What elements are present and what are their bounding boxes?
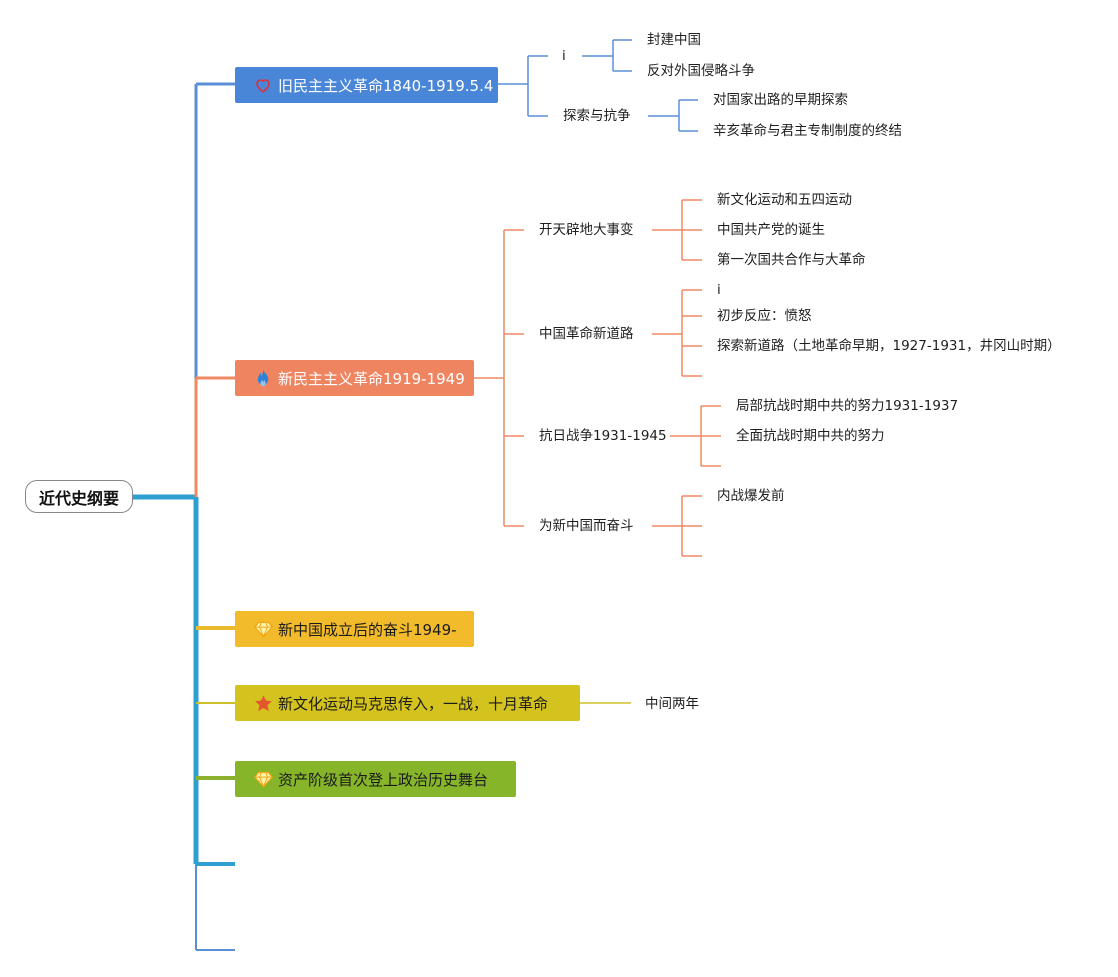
subtopic[interactable]: 开天辟地大事变	[539, 222, 634, 238]
branch-new-democratic-revolution[interactable]: 新民主主义革命1919-1949	[235, 360, 474, 396]
leaf-topic[interactable]: 第一次国共合作与大革命	[717, 252, 866, 268]
subtopic[interactable]: 为新中国而奋斗	[539, 518, 634, 534]
leaf-topic[interactable]: 局部抗战时期中共的努力1931-1937	[736, 398, 959, 414]
leaf-topic[interactable]: 封建中国	[647, 32, 701, 48]
branch-after-1949[interactable]: 新中国成立后的奋斗1949-	[235, 611, 474, 647]
branch-label: 旧民主主义革命1840-1919.5.4	[278, 76, 494, 95]
star-icon	[253, 693, 273, 713]
leaf-topic[interactable]: 探索新道路（土地革命早期，1927-1931，井冈山时期）	[717, 338, 1061, 354]
leaf-topic[interactable]: 对国家出路的早期探索	[713, 92, 848, 108]
diamond-icon	[253, 619, 273, 639]
subtopic[interactable]: 中国革命新道路	[539, 326, 634, 342]
root-label: 近代史纲要	[38, 488, 119, 508]
flame-icon	[253, 368, 273, 388]
subtopic[interactable]: 抗日战争1931-1945	[539, 428, 667, 444]
leaf-topic[interactable]: 新文化运动和五四运动	[717, 192, 852, 208]
branch-label: 新民主主义革命1919-1949	[278, 369, 465, 388]
leaf-topic[interactable]: 全面抗战时期中共的努力	[736, 428, 885, 444]
heart-icon	[253, 75, 273, 95]
leaf-topic[interactable]: 反对外国侵略斗争	[647, 63, 755, 79]
leaf-topic[interactable]: i	[717, 282, 721, 298]
subtopic[interactable]: 探索与抗争	[563, 108, 631, 124]
leaf-topic[interactable]: 辛亥革命与君主专制制度的终结	[713, 123, 902, 139]
subtopic[interactable]: i	[562, 48, 566, 64]
leaf-topic[interactable]: 中国共产党的诞生	[717, 222, 825, 238]
leaf-topic[interactable]: 内战爆发前	[717, 488, 785, 504]
subtopic[interactable]: 中间两年	[645, 696, 699, 712]
branch-label: 资产阶级首次登上政治历史舞台	[278, 770, 489, 789]
diamond-icon	[253, 769, 273, 789]
branch-new-culture-movement[interactable]: 新文化运动马克思传入，一战，十月革命	[235, 685, 580, 721]
branch-label: 新中国成立后的奋斗1949-	[278, 620, 457, 639]
branch-old-democratic-revolution[interactable]: 旧民主主义革命1840-1919.5.4	[235, 67, 498, 103]
branch-bourgeoisie[interactable]: 资产阶级首次登上政治历史舞台	[235, 761, 516, 797]
root-node[interactable]: 近代史纲要	[25, 480, 133, 513]
leaf-topic[interactable]: 初步反应：愤怒	[717, 308, 812, 324]
branch-label: 新文化运动马克思传入，一战，十月革命	[278, 694, 549, 713]
